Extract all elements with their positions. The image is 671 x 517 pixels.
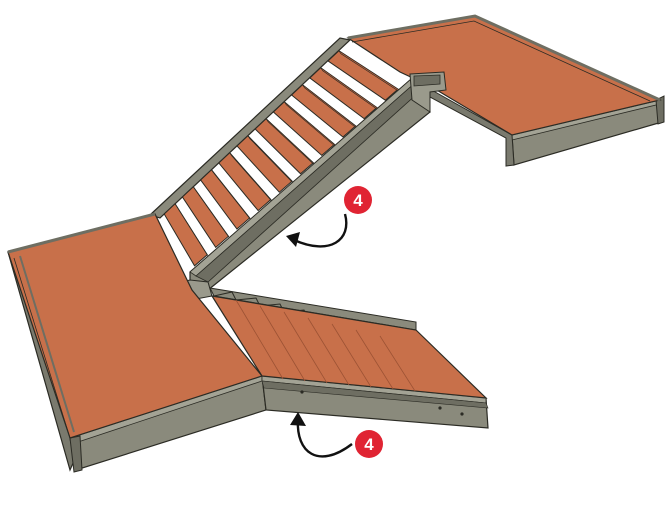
- curved-arrow-icon: [296, 419, 353, 458]
- upper-treads: [163, 50, 401, 267]
- callout-upper: 4: [286, 186, 372, 248]
- upper-stair-flight: [148, 37, 447, 303]
- callout-label: 4: [364, 435, 374, 454]
- upper-landing: [346, 14, 665, 167]
- lower-landing: [7, 212, 267, 473]
- callout-lower: 4: [290, 412, 383, 458]
- callout-badge: [344, 186, 372, 214]
- curved-arrow-icon: [293, 213, 348, 248]
- callout-label: 4: [353, 191, 363, 210]
- lower-flight-deck: [210, 295, 488, 399]
- lower-stair-flight: [209, 287, 489, 429]
- callout-badge: [355, 430, 383, 458]
